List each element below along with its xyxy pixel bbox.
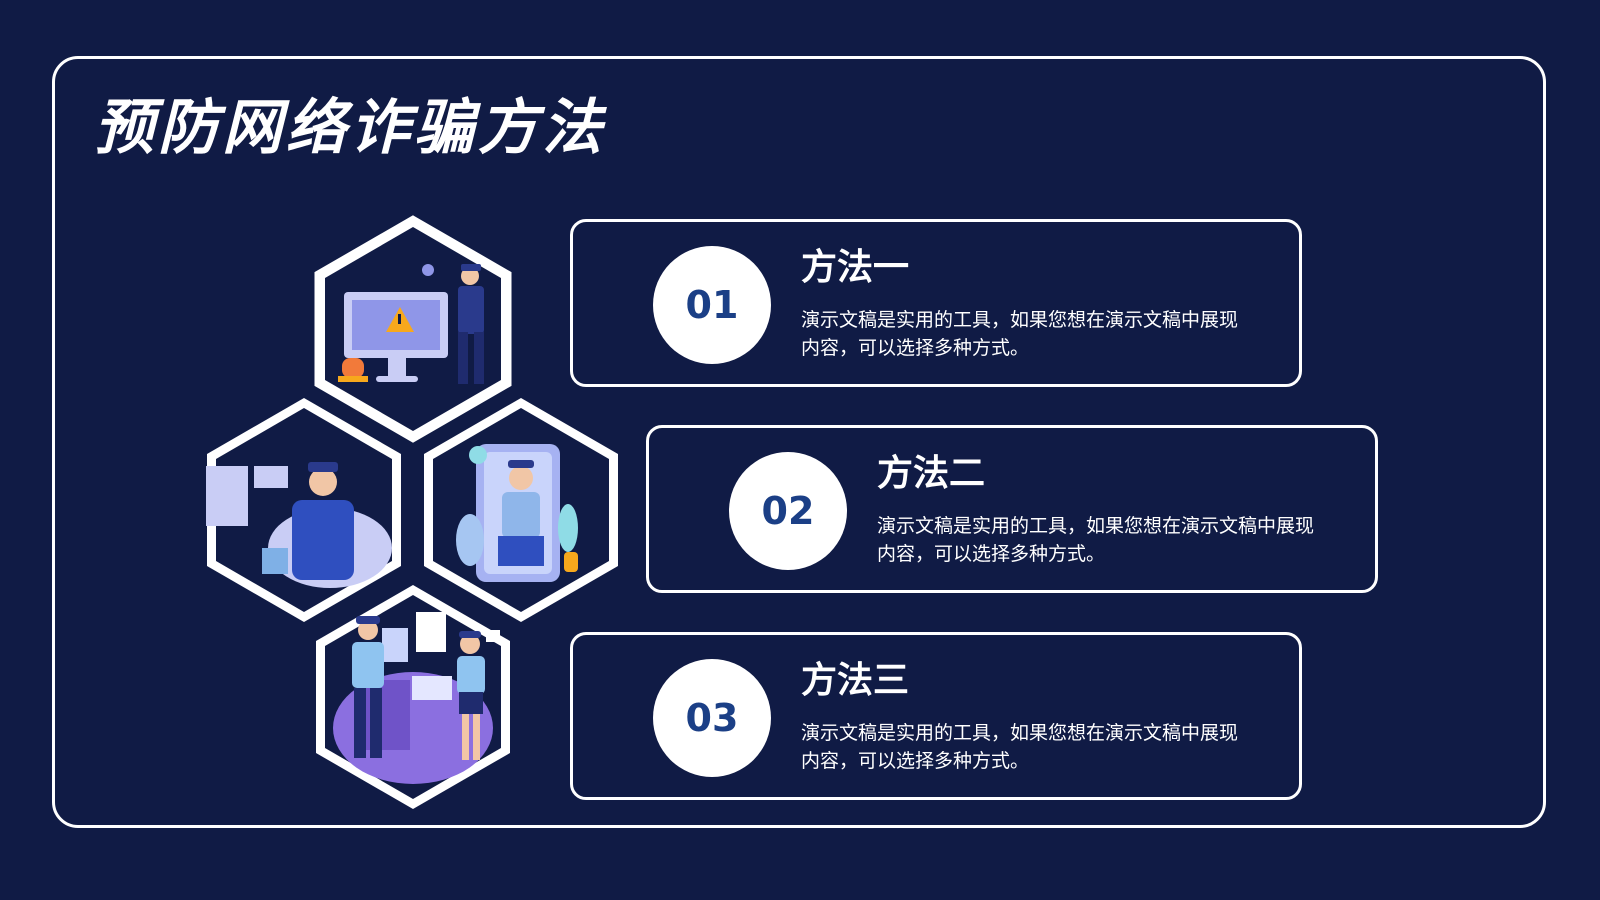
officer-phone-illustration <box>424 398 618 622</box>
method-title: 方法二 <box>877 453 986 494</box>
police-computer-warning-illustration <box>314 215 512 443</box>
number-badge: 03 <box>653 659 771 777</box>
method-card-3: 03 方法三 演示文稿是实用的工具，如果您想在演示文稿中展现内容，可以选择多种方… <box>570 632 1302 800</box>
number-badge: 02 <box>729 452 847 570</box>
officer-presenting-illustration <box>206 398 401 622</box>
method-description: 演示文稿是实用的工具，如果您想在演示文稿中展现内容，可以选择多种方式。 <box>801 309 1239 359</box>
method-title: 方法一 <box>801 247 910 288</box>
number-badge: 01 <box>653 246 771 364</box>
officers-documents-illustration <box>316 585 510 809</box>
method-title: 方法三 <box>801 660 910 701</box>
method-description: 演示文稿是实用的工具，如果您想在演示文稿中展现内容，可以选择多种方式。 <box>877 515 1315 565</box>
method-card-1: 01 方法一 演示文稿是实用的工具，如果您想在演示文稿中展现内容，可以选择多种方… <box>570 219 1302 387</box>
method-card-2: 02 方法二 演示文稿是实用的工具，如果您想在演示文稿中展现内容，可以选择多种方… <box>646 425 1378 593</box>
method-description: 演示文稿是实用的工具，如果您想在演示文稿中展现内容，可以选择多种方式。 <box>801 722 1239 772</box>
slide-frame <box>52 56 1546 828</box>
page-title: 预防网络诈骗方法 <box>94 93 606 163</box>
